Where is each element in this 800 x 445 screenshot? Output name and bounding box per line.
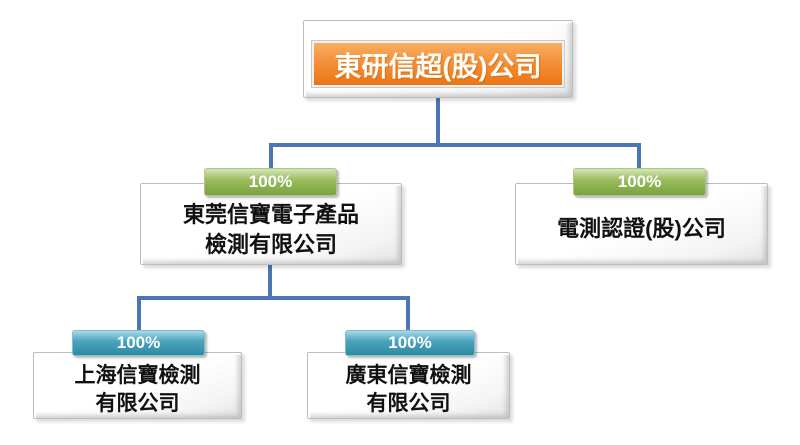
- org-node-shanghai: 上海信寶檢測 有限公司 100%: [33, 330, 242, 419]
- connector-level2-drop-left: [269, 147, 273, 170]
- org-node-guangdong: 廣東信寶檢測 有限公司 100%: [307, 330, 510, 419]
- company-name-line: 電測認證(股)公司: [557, 216, 726, 241]
- ownership-value: 100%: [248, 172, 293, 191]
- connector-root-stem: [436, 97, 440, 143]
- connector-level3-drop-left: [137, 300, 141, 331]
- org-node-certification: 電測認證(股)公司 100%: [515, 168, 768, 265]
- root-company-name: 東研信超(股)公司: [311, 40, 565, 88]
- connector-level3-horizontal: [137, 296, 410, 300]
- ownership-badge: 100%: [204, 168, 337, 196]
- company-name-line: 廣東信寶檢測: [345, 363, 472, 387]
- org-node-root: 東研信超(股)公司: [303, 20, 573, 98]
- ownership-badge: 100%: [345, 330, 475, 356]
- ownership-value: 100%: [617, 172, 662, 191]
- company-name-line: 有限公司: [366, 391, 451, 415]
- company-name-line: 有限公司: [95, 391, 180, 415]
- company-box: 廣東信寶檢測 有限公司: [307, 352, 510, 419]
- connector-level2-horizontal: [269, 143, 641, 147]
- ownership-badge: 100%: [573, 168, 706, 196]
- company-name-line: 上海信寶檢測: [74, 363, 201, 387]
- company-box: 東莞信寶電子產品 檢測有限公司: [140, 183, 402, 265]
- company-name-line: 檢測有限公司: [204, 232, 337, 257]
- company-box: 上海信寶檢測 有限公司: [33, 352, 242, 419]
- org-node-dongguan: 東莞信寶電子產品 檢測有限公司 100%: [140, 168, 402, 265]
- ownership-badge: 100%: [72, 330, 205, 356]
- connector-level3-drop-right: [406, 300, 410, 331]
- connector-level2-drop-right: [637, 147, 641, 170]
- ownership-value: 100%: [388, 333, 432, 352]
- connector-dongguan-stem: [268, 264, 272, 300]
- company-name-line: 東莞信寶電子產品: [182, 202, 359, 227]
- ownership-value: 100%: [116, 333, 161, 352]
